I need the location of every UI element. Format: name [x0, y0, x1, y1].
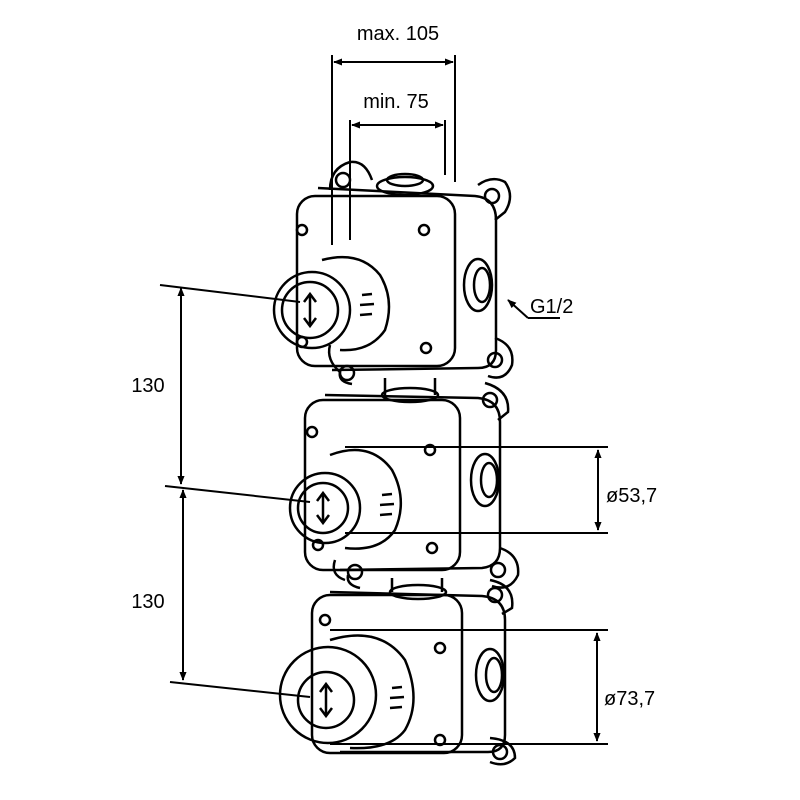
- dimension-dia-bottom: [330, 629, 608, 745]
- dimension-min-width: [349, 120, 446, 240]
- dia-middle-label: ø53,7: [606, 485, 657, 507]
- spacing-lower-label: 130: [131, 591, 164, 613]
- valve-module-middle: [303, 371, 520, 589]
- min-width-label: min. 75: [363, 91, 429, 113]
- thread-callout: [507, 299, 560, 319]
- dimension-spacing-lower: [169, 489, 311, 698]
- dimension-spacing-upper: [159, 284, 311, 503]
- knob-bottom: [278, 634, 415, 750]
- dia-bottom-label: ø73,7: [604, 688, 655, 710]
- dimension-dia-middle: [345, 446, 608, 534]
- up-down-arrow-icon: [303, 291, 317, 329]
- knob-middle: [288, 448, 403, 550]
- knob-top: [272, 255, 391, 352]
- spacing-upper-label: 130: [131, 375, 164, 397]
- thread-label: G1/2: [530, 296, 573, 318]
- max-width-label: max. 105: [357, 23, 439, 45]
- up-down-arrow-icon: [319, 681, 333, 719]
- up-down-arrow-icon: [316, 490, 330, 526]
- valve-module-bottom: [310, 574, 517, 766]
- valve-module-top: [295, 160, 514, 382]
- dimension-max-width: [331, 55, 456, 245]
